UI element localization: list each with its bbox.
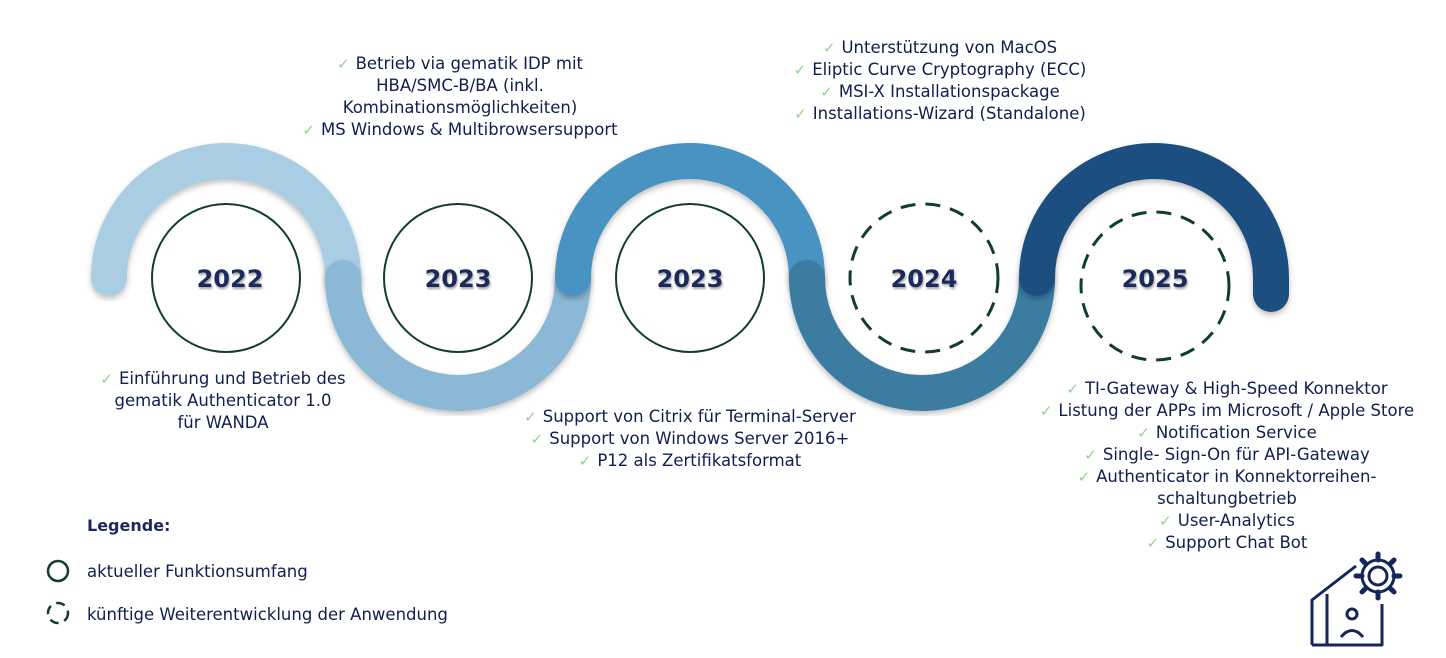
checkmark-icon: ✓ (820, 83, 833, 101)
feature-text: Support von Windows Server 2016+ (549, 429, 850, 448)
feature-item: ✓ Listung der APPs im Microsoft / Apple S… (1010, 400, 1444, 422)
year-label-2023a: 2023 (424, 265, 492, 293)
timeline-arc-2023b (555, 143, 825, 296)
legend-dashed-circle-icon (46, 601, 70, 625)
year-circle-2023a (383, 203, 533, 353)
feature-item: ✓ MS Windows & Multibrowsersupport (260, 119, 660, 141)
feature-item: ✓ Einführung und Betrieb des (68, 368, 378, 390)
legend-future-label: künftige Weiterentwicklung der Anwendung (87, 604, 448, 624)
legend-current: aktueller Funktionsumfang (45, 558, 308, 584)
feature-list-2024: ✓ Unterstützung von MacOS ✓ Eliptic Curve C… (740, 37, 1140, 125)
feature-text: Listung der APPs im Microsoft / Apple St… (1058, 401, 1415, 420)
checkmark-icon: ✓ (793, 61, 807, 79)
legend-current-label: aktueller Funktionsumfang (87, 561, 308, 581)
feature-text: Authenticator in Konnektorreihen- (1096, 467, 1377, 486)
feature-item: ✓ TI-Gateway & High-Speed Konnektor (1010, 378, 1444, 400)
feature-text: Kombinationsmöglichkeiten) (342, 98, 578, 117)
feature-text: Unterstützung von MacOS (841, 38, 1058, 57)
year-circle-2022 (151, 203, 301, 353)
feature-text: MS Windows & Multibrowsersupport (320, 120, 618, 139)
feature-item: HBA/SMC-B/BA (inkl. (260, 75, 660, 97)
feature-text: Einführung und Betrieb des (118, 369, 346, 388)
feature-list-2025: ✓ TI-Gateway & High-Speed Konnektor ✓ Listu… (1010, 378, 1444, 554)
year-label-2022: 2022 (196, 265, 264, 293)
year-label-2025: 2025 (1121, 265, 1189, 293)
feature-text: Notification Service (1155, 423, 1317, 442)
legend-title: Legende: (87, 516, 171, 535)
feature-item: ✓ Unterstützung von MacOS (740, 37, 1140, 59)
house-gear-person-icon (1310, 551, 1403, 647)
feature-item: ✓ MSI-X Installationspackage (740, 81, 1140, 103)
feature-item: ✓ Installations-Wizard (Standalone) (740, 103, 1140, 125)
legend-future: künftige Weiterentwicklung der Anwendung (45, 601, 448, 627)
feature-item: ✓ User-Analytics (1010, 510, 1444, 532)
legend-solid-circle-icon (46, 559, 70, 583)
feature-item: gematik Authenticator 1.0 (68, 390, 378, 412)
checkmark-icon: ✓ (1077, 468, 1091, 486)
feature-list-2022: ✓ Einführung und Betrieb des gematik Authe… (68, 368, 378, 434)
feature-item: ✓ Authenticator in Konnektorreihen- (1010, 466, 1444, 488)
checkmark-icon: ✓ (1084, 446, 1097, 464)
year-label-2024: 2024 (890, 265, 958, 293)
checkmark-icon: ✓ (302, 121, 315, 139)
feature-item: schaltungbetrieb (1010, 488, 1444, 510)
checkmark-icon: ✓ (1159, 512, 1172, 530)
feature-text: TI-Gateway & High-Speed Konnektor (1084, 379, 1388, 398)
timeline-arc-2022 (91, 143, 361, 296)
timeline-arc-2024 (789, 260, 1055, 411)
feature-text: HBA/SMC-B/BA (inkl. (376, 76, 544, 95)
feature-item: ✓ P12 als Zertifikatsformat (480, 450, 900, 472)
feature-item: ✓ Support von Citrix für Terminal-Server (480, 406, 900, 428)
checkmark-icon: ✓ (100, 370, 113, 388)
feature-text: User-Analytics (1177, 511, 1295, 530)
feature-item: ✓ Support von Windows Server 2016+ (480, 428, 900, 450)
feature-text: Support Chat Bot (1165, 533, 1308, 552)
checkmark-icon: ✓ (1146, 534, 1160, 552)
checkmark-icon: ✓ (822, 39, 836, 57)
feature-item: ✓ Betrieb via gematik IDP mit (260, 53, 660, 75)
timeline-arc-2025 (1019, 143, 1289, 312)
timeline-arc-2023a (325, 260, 591, 411)
checkmark-icon: ✓ (1066, 380, 1079, 398)
feature-item: ✓ Support Chat Bot (1010, 532, 1444, 554)
checkmark-icon: ✓ (794, 105, 807, 123)
feature-list-2023b: ✓Support von Citrix für Terminal-Server✓… (480, 406, 900, 472)
checkmark-icon: ✓ (530, 430, 544, 448)
feature-text: Betrieb via gematik IDP mit (355, 54, 584, 73)
feature-text: P12 als Zertifikatsformat (597, 451, 802, 470)
feature-item: ✓ Notification Service (1010, 422, 1444, 444)
feature-text: Installations-Wizard (Standalone) (812, 104, 1086, 123)
feature-text: gematik Authenticator 1.0 (114, 391, 332, 410)
feature-text: Support von Citrix für Terminal-Server (542, 407, 856, 426)
feature-item: für WANDA (68, 412, 378, 434)
feature-text: Eliptic Curve Cryptography (ECC) (812, 60, 1087, 79)
checkmark-icon: ✓ (524, 408, 537, 426)
feature-text: Single- Sign-On für API-Gateway (1102, 445, 1370, 464)
checkmark-icon: ✓ (1137, 424, 1150, 442)
feature-text: schaltungbetrieb (1157, 489, 1297, 508)
year-circle-2024 (848, 202, 1000, 354)
checkmark-icon: ✓ (578, 452, 592, 470)
feature-item: ✓ Eliptic Curve Cryptography (ECC) (740, 59, 1140, 81)
feature-item: ✓ Single- Sign-On für API-Gateway (1010, 444, 1444, 466)
feature-text: für WANDA (177, 413, 269, 432)
checkmark-icon: ✓ (336, 55, 350, 73)
year-circle-2025 (1079, 210, 1231, 362)
checkmark-icon: ✓ (1039, 402, 1053, 420)
year-label-2023b: 2023 (656, 265, 724, 293)
feature-text: MSI-X Installationspackage (838, 82, 1060, 101)
year-circle-2023b (615, 203, 765, 353)
feature-item: Kombinationsmöglichkeiten) (260, 97, 660, 119)
